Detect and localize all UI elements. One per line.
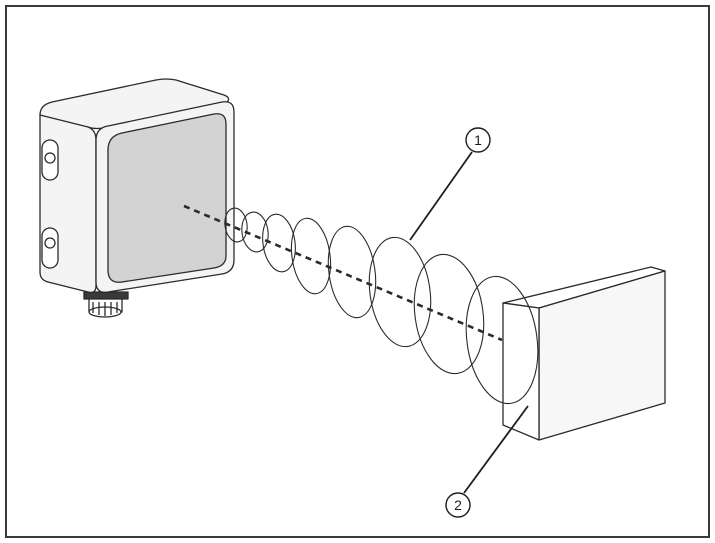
sensor-face [107,113,227,283]
reflector-object [502,266,666,441]
sensor-mounting-holes [41,139,59,269]
beam-axis [183,204,503,342]
callout-2-label: 2 [454,497,462,513]
callout-1-label: 1 [474,132,482,148]
callout-2: 2 [445,405,529,518]
reflector-front-face [502,302,540,441]
callout-2-circle [445,492,471,518]
callout-1-circle [465,127,491,153]
sensor-device [39,78,235,318]
wave-rings [224,207,539,405]
sensor-connector [83,291,129,318]
callout-1: 1 [409,127,491,241]
callout-2-leader [463,405,529,494]
callout-1-leader [409,151,473,241]
